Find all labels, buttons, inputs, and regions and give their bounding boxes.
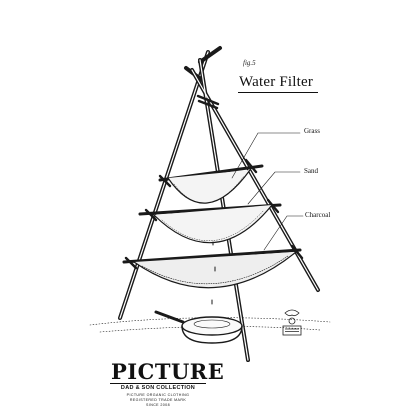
figure-number: fig.5 [243,59,256,67]
layer-label-grass: Grass [304,127,320,135]
brand-line-2: PICTURE ORGANIC CLOTHING [126,393,190,397]
layer-label-sand: Sand [304,167,318,175]
illustration-title: Water Filter [239,74,314,90]
title-underline [238,92,318,93]
stamp-icon [282,309,302,336]
brand-line-3: REGISTERED TRADE MARK [129,398,187,402]
brand-logo: PICTURE [111,359,225,384]
brand-line-4: SINCE 2008 [146,403,170,407]
brand-collection: DAD & SON COLLECTION [120,385,196,391]
brand-rule-top [110,383,206,384]
layer-label-charcoal: Charcoal [305,211,331,219]
